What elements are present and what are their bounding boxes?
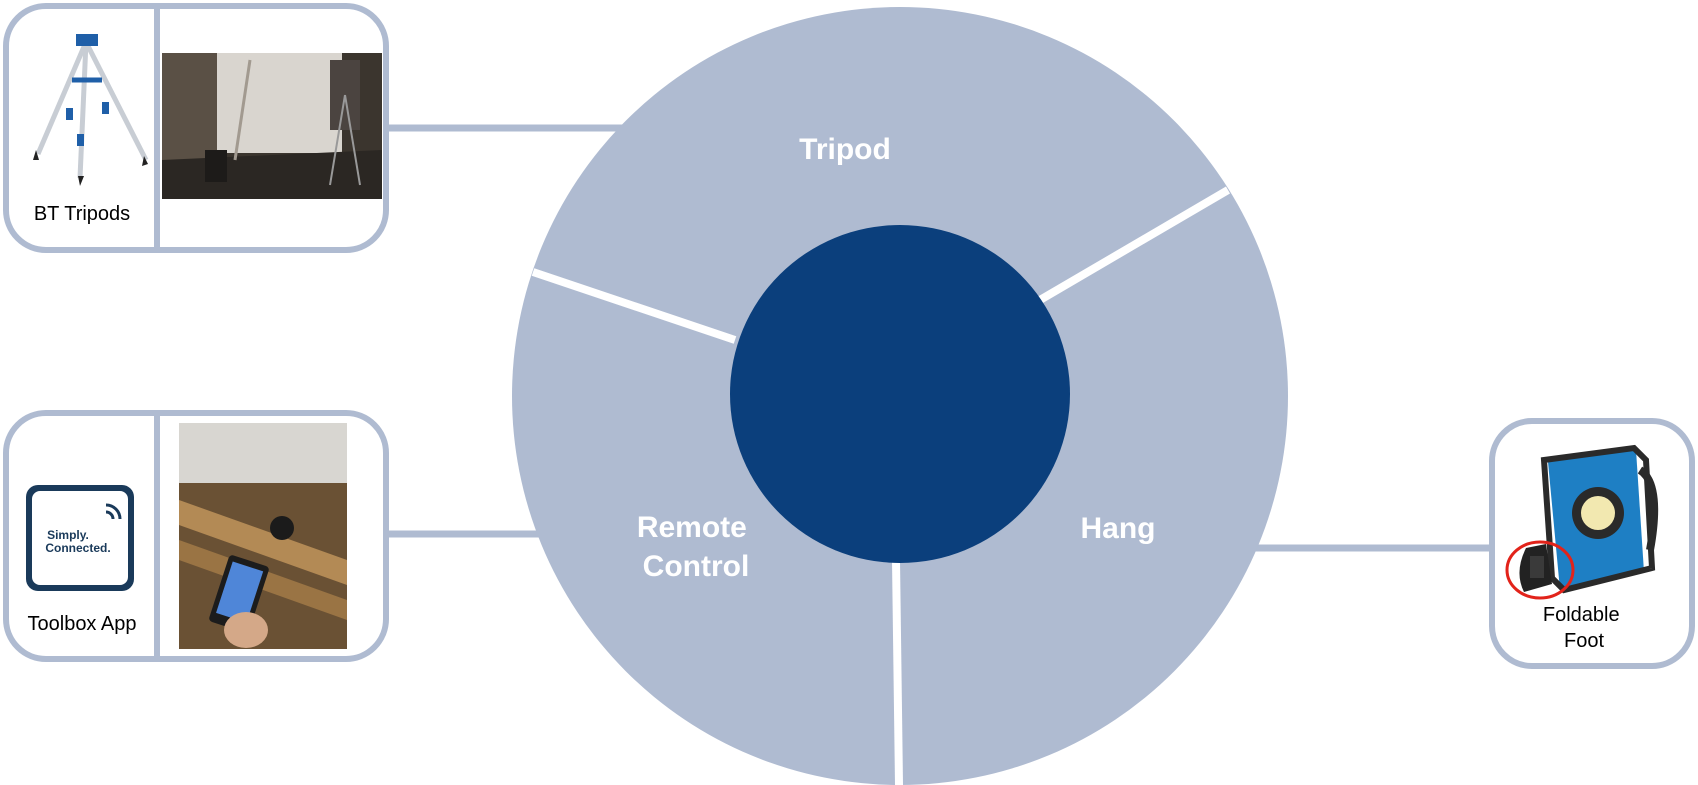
highlight-circle	[1505, 540, 1575, 600]
simply-connected-logo: Simply. Connected.	[26, 485, 134, 591]
segment-label-remote: Remote	[637, 511, 747, 544]
logo-line-connected: Connected.	[45, 541, 110, 555]
worklight-icon	[1519, 444, 1659, 594]
divider-hang-remote	[892, 559, 903, 785]
tripod-icon	[33, 34, 149, 186]
card-foldable-foot: Foldable Foot	[1489, 418, 1695, 669]
card-label-bt-tripods: BT Tripods	[34, 203, 130, 225]
center-hub	[730, 225, 1070, 563]
segment-label-tripod: Tripod	[799, 133, 891, 166]
card-bt-tripods: BT Tripods	[3, 3, 389, 253]
segment-label-remote-control: Remote Control	[637, 511, 755, 583]
card-label-toolbox-app: Toolbox App	[28, 613, 137, 635]
divider-remote-tripod	[531, 268, 737, 344]
phone-control-photo	[179, 423, 347, 649]
divider-tripod-hang	[1037, 186, 1231, 304]
basement-tripod-photo	[162, 53, 382, 199]
card-label-foldable: Foldable	[1543, 604, 1620, 626]
segment-label-hang: Hang	[1081, 512, 1156, 545]
logo-line-simply: Simply.	[47, 528, 89, 542]
segment-label-control: Control	[643, 550, 750, 583]
card-label-foldable-foot: Foldable Foot	[1543, 604, 1625, 652]
card-label-foot: Foot	[1564, 630, 1604, 652]
card-toolbox-app: Simply. Connected. Toolbox App	[3, 410, 389, 662]
